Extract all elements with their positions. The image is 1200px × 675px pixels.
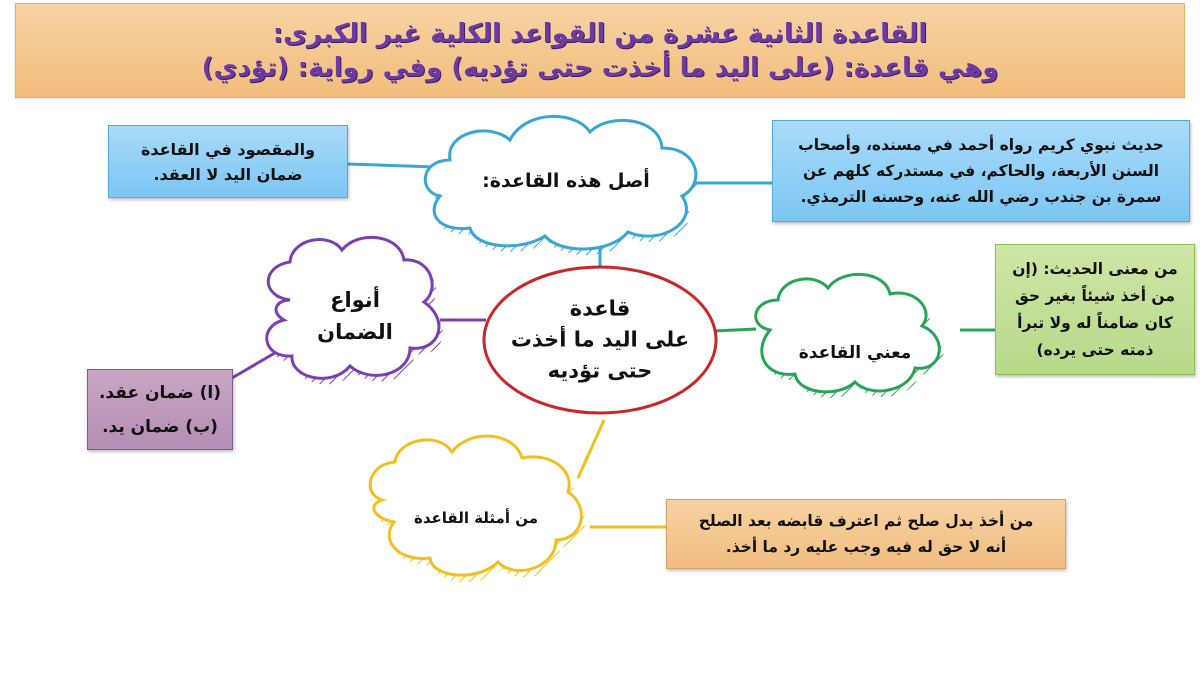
cloud-examples-shape — [368, 434, 586, 583]
intended-line-1: والمقصود في القاعدة — [140, 139, 316, 159]
cloud-types-label: أنواع الضمان — [317, 284, 393, 348]
center-rule-label: قاعدة على اليد ما أخذت حتى تؤديه — [511, 294, 689, 387]
hadith-meaning-box: من معنى الحديث: (إن من أخذ شيئاً بغير حق… — [995, 244, 1195, 375]
guarantee-type-contract: (ا) ضمان عقد. — [98, 382, 222, 403]
example-line-2: أنه لا حق له فيه وجب عليه رد ما أخذ. — [725, 538, 1007, 556]
guarantee-type-hand: (ب) ضمان يد. — [102, 416, 218, 437]
title-line-1: القاعدة الثانية عشرة من القواعد الكلية غ… — [272, 18, 928, 49]
cloud-examples-label: من أمثلة القاعدة — [414, 509, 538, 527]
intended-meaning-box: والمقصود في القاعدة ضمان اليد لا العقد. — [108, 125, 348, 198]
center-line-3: حتى تؤديه — [547, 358, 653, 383]
cloud-meaning-shape — [754, 273, 944, 398]
cloud-origin-shape — [423, 114, 699, 256]
hadith-meaning-line-3: كان ضامناً له ولا تبرأ — [1017, 313, 1173, 332]
title-line-2: وهي قاعدة: (على اليد ما أخذت حتى تؤديه) … — [201, 52, 999, 83]
hadith-source-line-1: حديث نبوي كريم رواه أحمد في مسنده، وأصحا… — [798, 136, 1164, 154]
hadith-source-box: حديث نبوي كريم رواه أحمد في مسنده، وأصحا… — [772, 120, 1190, 222]
example-line-1: من أخذ بدل صلح ثم اعترف قابضه بعد الصلح — [698, 512, 1034, 530]
center-ellipse-shape — [482, 265, 718, 415]
hadith-meaning-line-4: ذمته حتى يرده) — [1036, 340, 1154, 359]
cloud-meaning-label: معني القاعدة — [798, 343, 912, 363]
intended-line-2: ضمان اليد لا العقد. — [153, 164, 303, 184]
center-line-2: على اليد ما أخذت — [510, 327, 690, 352]
center-line-1: قاعدة — [569, 296, 631, 321]
hadith-meaning-line-2: من أخذ شيئاً بغير حق — [1015, 286, 1175, 305]
hadith-source-line-2: السنن الأربعة، والحاكم، في مستدركه كلهم … — [802, 162, 1160, 180]
title-banner: القاعدة الثانية عشرة من القواعد الكلية غ… — [15, 3, 1185, 98]
cloud-types-shape — [265, 235, 443, 385]
hadith-source-line-3: سمرة بن جندب رضي الله عنه، وحسنه الترمذي… — [800, 188, 1162, 206]
cloud-types-line-1: أنواع — [330, 288, 380, 312]
cloud-types-line-2: الضمان — [317, 320, 393, 344]
hadith-meaning-line-1: من معنى الحديث: (إن — [1012, 259, 1178, 278]
guarantee-types-box: (ا) ضمان عقد. (ب) ضمان يد. — [87, 369, 233, 450]
example-box: من أخذ بدل صلح ثم اعترف قابضه بعد الصلح … — [666, 499, 1066, 569]
cloud-origin-label: أصل هذه القاعدة: — [482, 170, 650, 192]
